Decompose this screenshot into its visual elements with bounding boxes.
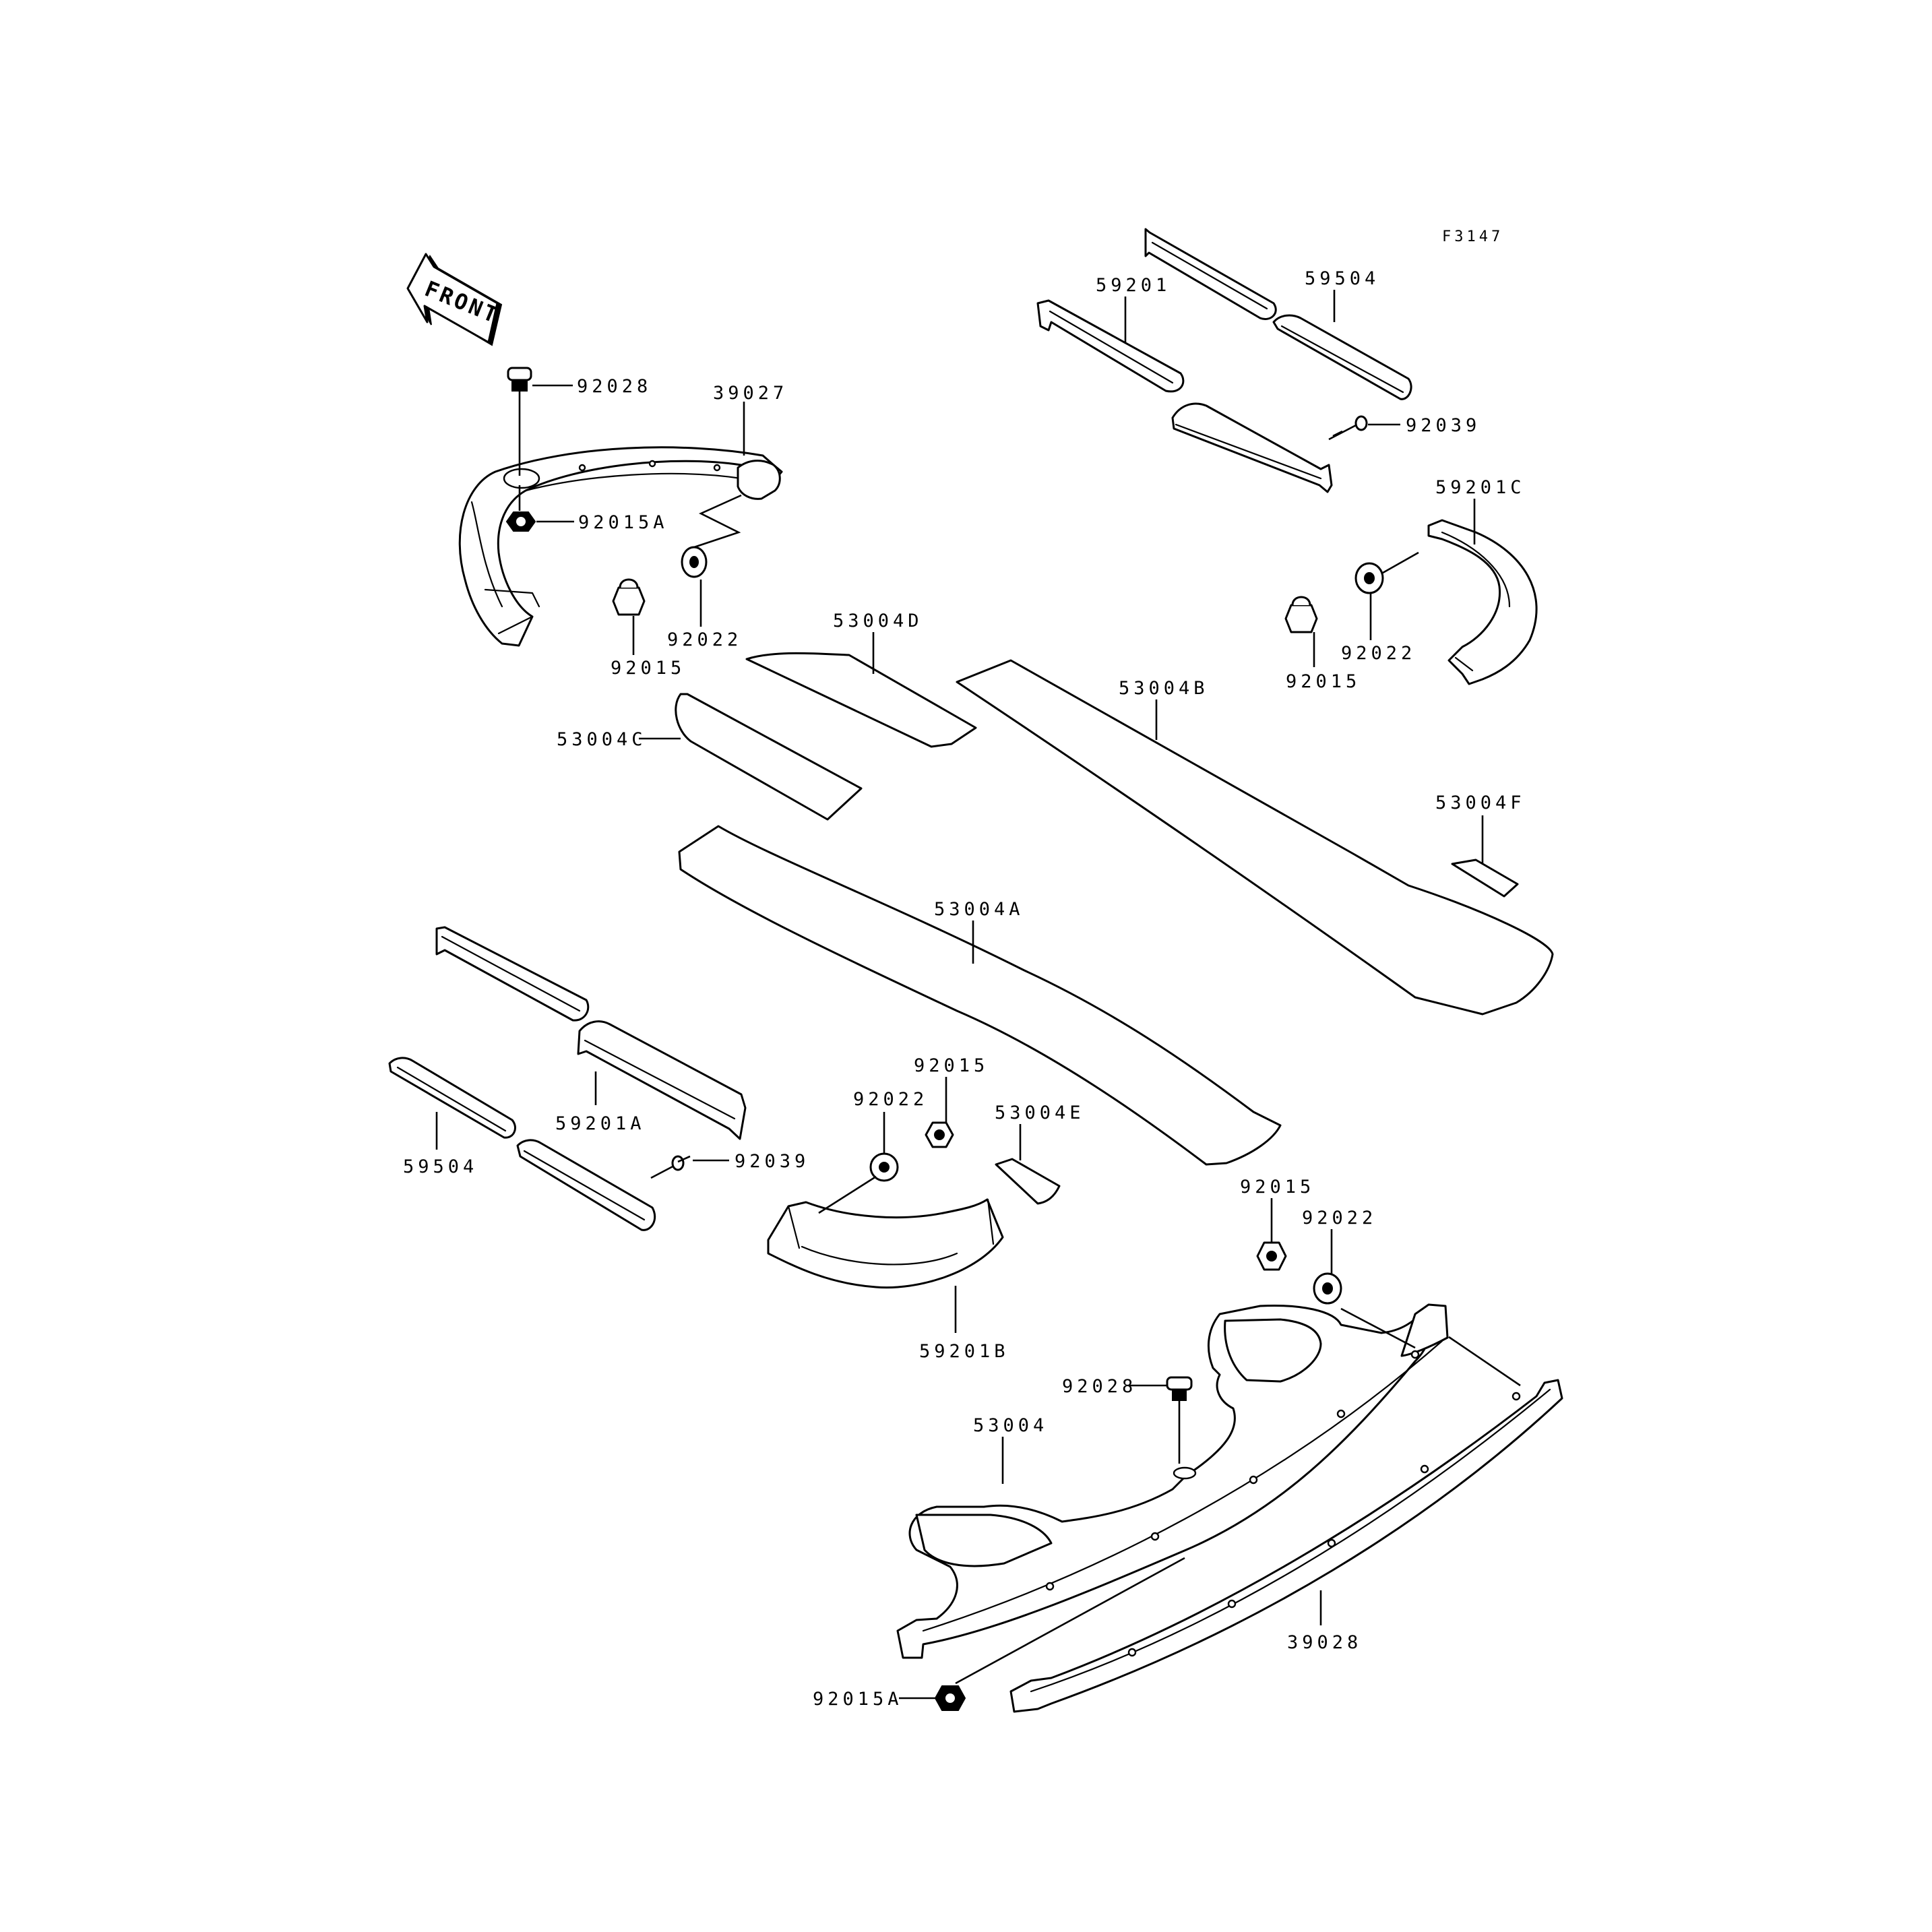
bolt-92028-top [507, 367, 532, 476]
callout-92022-mid: 92022 [853, 1089, 928, 1110]
callout-59504-bottom: 59504 [403, 1156, 478, 1177]
callout-59201: 59201 [1096, 275, 1171, 296]
callout-53004: 53004 [973, 1415, 1048, 1436]
callout-59201b: 59201B [919, 1341, 1009, 1362]
nut-92015-lower [1256, 1241, 1287, 1271]
mat-53004b [956, 659, 1554, 1016]
callout-92015-lower: 92015 [1240, 1177, 1315, 1197]
callout-39027: 39027 [713, 383, 788, 404]
mat-53004f [1451, 859, 1519, 898]
callout-92039-bottom: 92039 [735, 1151, 809, 1172]
mat-53004c [675, 693, 863, 821]
callout-92028-top: 92028 [577, 376, 652, 397]
callout-92022-right: 92022 [1341, 643, 1416, 664]
callout-53004f: 53004F [1435, 792, 1526, 813]
callout-92015a-top: 92015A [578, 512, 668, 533]
bolt-92028-lower [1166, 1376, 1193, 1464]
callout-92015a-bottom: 92015A [813, 1689, 903, 1710]
washer-92022-lower [1313, 1272, 1342, 1305]
part-39027-bumper [458, 446, 783, 647]
nut-92015-left [612, 578, 646, 616]
callout-53004d: 53004D [833, 611, 923, 631]
mat-53004e [995, 1158, 1061, 1205]
nut-92015-right [1284, 596, 1318, 633]
mat-53004d [745, 652, 977, 748]
callout-59504-top: 59504 [1305, 268, 1379, 289]
part-53004-bracket [896, 1303, 1449, 1659]
nut-92015a-top [505, 485, 536, 532]
washer-92022-left [681, 494, 742, 578]
callout-53004c: 53004C [557, 729, 647, 750]
part-59504-trim-top [1272, 314, 1412, 400]
callout-53004e: 53004E [995, 1102, 1085, 1123]
callout-92015-mid: 92015 [914, 1055, 989, 1076]
part-39028-rail [1009, 1379, 1563, 1713]
figure-reference: F3147 [1442, 228, 1503, 245]
part-59201-rail-top [1036, 228, 1333, 493]
part-59201c-corner [1427, 519, 1538, 685]
callout-53004b: 53004B [1119, 678, 1209, 699]
rivet-92039-top [1328, 415, 1368, 441]
washer-92022-right [1354, 551, 1419, 594]
nut-92015a-bottom [934, 1685, 966, 1711]
callout-92028-lower: 92028 [1062, 1376, 1137, 1397]
part-59201b-corner [767, 1198, 1004, 1289]
callout-59201a: 59201A [555, 1113, 646, 1134]
callout-59201c: 59201C [1435, 477, 1526, 498]
front-direction-arrow: FRONT [406, 253, 503, 346]
callout-92015-right: 92015 [1286, 671, 1361, 692]
part-59504-trim-bottom [388, 1057, 656, 1231]
callout-92015-left: 92015 [611, 658, 685, 679]
washer-92022-mid [818, 1152, 899, 1214]
callout-53004a: 53004A [934, 899, 1024, 920]
callout-92022-lower: 92022 [1302, 1208, 1377, 1228]
callout-39028: 39028 [1287, 1632, 1362, 1653]
nut-92015-mid [925, 1121, 954, 1148]
callout-92039-top: 92039 [1406, 415, 1481, 436]
mat-53004a [678, 825, 1282, 1166]
rivet-92039-bottom [650, 1155, 691, 1179]
callout-92022-left: 92022 [667, 629, 742, 650]
part-59201a-rail [435, 926, 747, 1140]
